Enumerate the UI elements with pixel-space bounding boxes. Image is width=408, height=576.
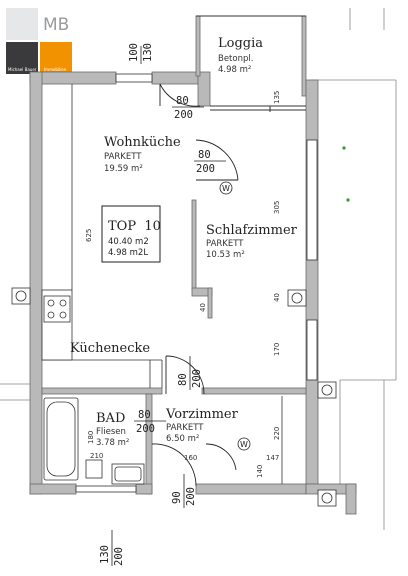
dim-40-a: 40	[199, 303, 207, 312]
dim-loggia-door-h: 200	[174, 109, 193, 121]
vent-symbols: W W	[219, 181, 251, 451]
dim-top-window-h: 130	[142, 43, 154, 62]
dim-135: 135	[273, 91, 281, 104]
dim-bath-door-h: 200	[136, 423, 155, 435]
dim-bedroom-door-h: 200	[196, 163, 215, 175]
room-floor-wohnkueche: PARKETT	[104, 152, 142, 162]
room-name-wohnkueche: Wohnküche	[104, 135, 181, 150]
unit-box	[101, 205, 161, 263]
dim-147: 147	[266, 454, 279, 462]
logo-left-caption: Michael Bauer	[8, 67, 37, 72]
bottom-window	[75, 485, 137, 493]
vent-letter: W	[222, 184, 230, 193]
bath-fixtures	[43, 397, 145, 485]
dim-40-b: 40	[273, 293, 281, 302]
dim-bottom-window-h: 200	[113, 547, 125, 566]
hall-door-swing	[165, 355, 205, 395]
right-window	[306, 139, 318, 261]
bedroom-door-swing	[195, 139, 239, 181]
vent-icon	[219, 181, 233, 195]
top-window	[115, 73, 153, 83]
loggia-frame	[196, 15, 306, 112]
dim-bedroom-door-w: 80	[198, 149, 211, 161]
dim-170: 170	[273, 343, 281, 356]
room-name-schlafzimmer: Schlafzimmer	[206, 223, 298, 238]
logo-right-caption: Immobilien	[44, 67, 67, 72]
dim-hall-door-w: 80	[177, 373, 189, 386]
room-name-kuechenecke: Küchenecke	[70, 341, 150, 356]
room-area-wohnkueche: 19.59 m²	[104, 164, 143, 174]
room-name-vorzimmer: Vorzimmer	[165, 407, 239, 422]
logo-light-block	[6, 8, 38, 40]
radiators	[11, 287, 337, 507]
room-floor-vorzimmer: PARKETT	[166, 423, 204, 433]
door-swings	[151, 83, 239, 487]
unit-area: 40.40 m2	[108, 237, 149, 247]
dim-210: 210	[90, 452, 103, 460]
dim-305: 305	[273, 201, 281, 214]
dim-hall-door-h: 200	[191, 369, 203, 388]
room-floor-bad: Fliesen	[96, 427, 126, 437]
room-name-bad: BAD	[96, 411, 125, 426]
dim-loggia-door-w: 80	[176, 95, 189, 107]
room-floor-loggia: Betonpl.	[218, 54, 253, 64]
company-logo: MB Michael Bauer Immobilien	[6, 8, 74, 74]
dim-220: 220	[273, 427, 281, 440]
unit-loggia-area: 4.98 m2L	[108, 248, 148, 258]
vent-letter: W	[240, 440, 248, 449]
room-area-vorzimmer: 6.50 m²	[166, 434, 199, 444]
bath-door-swing	[205, 443, 237, 471]
dim-bath-door-w: 80	[138, 409, 151, 421]
kitchen-counter	[41, 289, 73, 361]
logo-mb-block	[40, 8, 74, 40]
room-name-loggia: Loggia	[218, 36, 263, 51]
dim-180: 180	[87, 431, 95, 444]
dim-entry-door-w: 90	[171, 491, 183, 504]
marker-dots	[342, 146, 350, 202]
unit-title: TOP 10	[108, 219, 161, 234]
entry-door-swing	[151, 443, 197, 487]
room-area-bad: 3.78 m²	[96, 438, 129, 448]
dim-bottom-window-w: 130	[99, 545, 111, 564]
dim-160: 160	[184, 454, 197, 462]
room-area-schlafzimmer: 10.53 m²	[206, 250, 245, 260]
logo-orange-block	[40, 42, 72, 74]
room-area-loggia: 4.98 m²	[218, 65, 251, 75]
dim-top-window-w: 100	[128, 43, 140, 62]
dim-entry-door-h: 200	[185, 487, 197, 506]
dim-140: 140	[256, 465, 264, 478]
stove	[43, 295, 71, 323]
wc	[85, 459, 103, 479]
context-lines	[0, 8, 397, 530]
loggia-door-swing	[159, 83, 201, 107]
dim-625: 625	[85, 229, 93, 242]
logo-letters: MB	[43, 15, 69, 35]
windows	[75, 73, 318, 493]
room-floor-schlafzimmer: PARKETT	[206, 239, 244, 249]
logo-dark-block	[6, 42, 38, 74]
right-window-2	[306, 319, 318, 381]
vent-icon	[237, 437, 251, 451]
